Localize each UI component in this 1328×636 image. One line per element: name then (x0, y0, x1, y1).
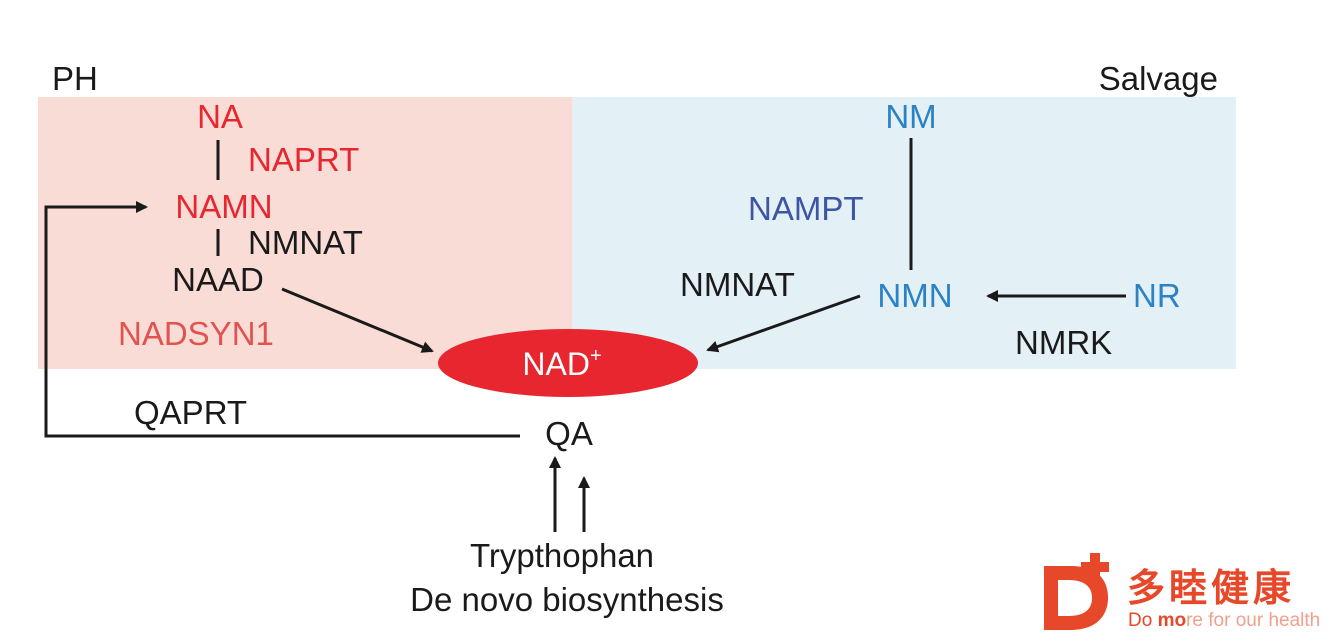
nad-label: NAD+ (522, 345, 601, 382)
slogan-part-1: Do (1128, 610, 1158, 631)
salvage-region (572, 97, 1236, 369)
brand-d-inner (1058, 580, 1092, 616)
qa-label: QA (545, 415, 593, 452)
nm-label: NM (885, 98, 936, 135)
brand-logo: 多睦健康 Do more for our health (1044, 553, 1320, 631)
qa-to-namn-loop-arrow (44, 201, 520, 438)
brand-plus-horizontal (1081, 562, 1109, 572)
salvage-nmnat-label: NMNAT (680, 266, 795, 303)
trypthophan-label: Trypthophan (470, 537, 654, 574)
nad-ellipse (438, 329, 698, 397)
ph-label: PH (52, 60, 98, 97)
nad-text: NAD (522, 346, 590, 382)
ph-nmnat-label: NMNAT (248, 224, 363, 261)
salvage-label: Salvage (1099, 60, 1218, 97)
na-label: NA (197, 98, 243, 135)
naad-to-nad-arrow (281, 287, 434, 353)
brand-chinese-name: 多睦健康 (1127, 567, 1295, 610)
nmn-label: NMN (877, 277, 952, 314)
de-novo-biosynthesis-label: De novo biosynthesis (410, 581, 724, 618)
slogan-part-2: mo (1158, 610, 1187, 631)
namn-label: NAMN (175, 188, 272, 225)
nampt-label: NAMPT (748, 190, 864, 227)
nr-label: NR (1133, 277, 1181, 314)
nmn-to-nad-arrow (706, 294, 861, 353)
slogan-part-3: re for our health (1186, 610, 1320, 631)
qaprt-label: QAPRT (134, 394, 247, 431)
nadsyn1-label: NADSYN1 (118, 315, 274, 352)
naprt-label: NAPRT (248, 141, 359, 178)
nmrk-label: NMRK (1015, 324, 1112, 361)
nad-superscript: + (590, 345, 602, 367)
brand-slogan: Do more for our health (1128, 610, 1320, 631)
ph-region (38, 97, 572, 369)
naad-label: NAAD (172, 261, 264, 298)
